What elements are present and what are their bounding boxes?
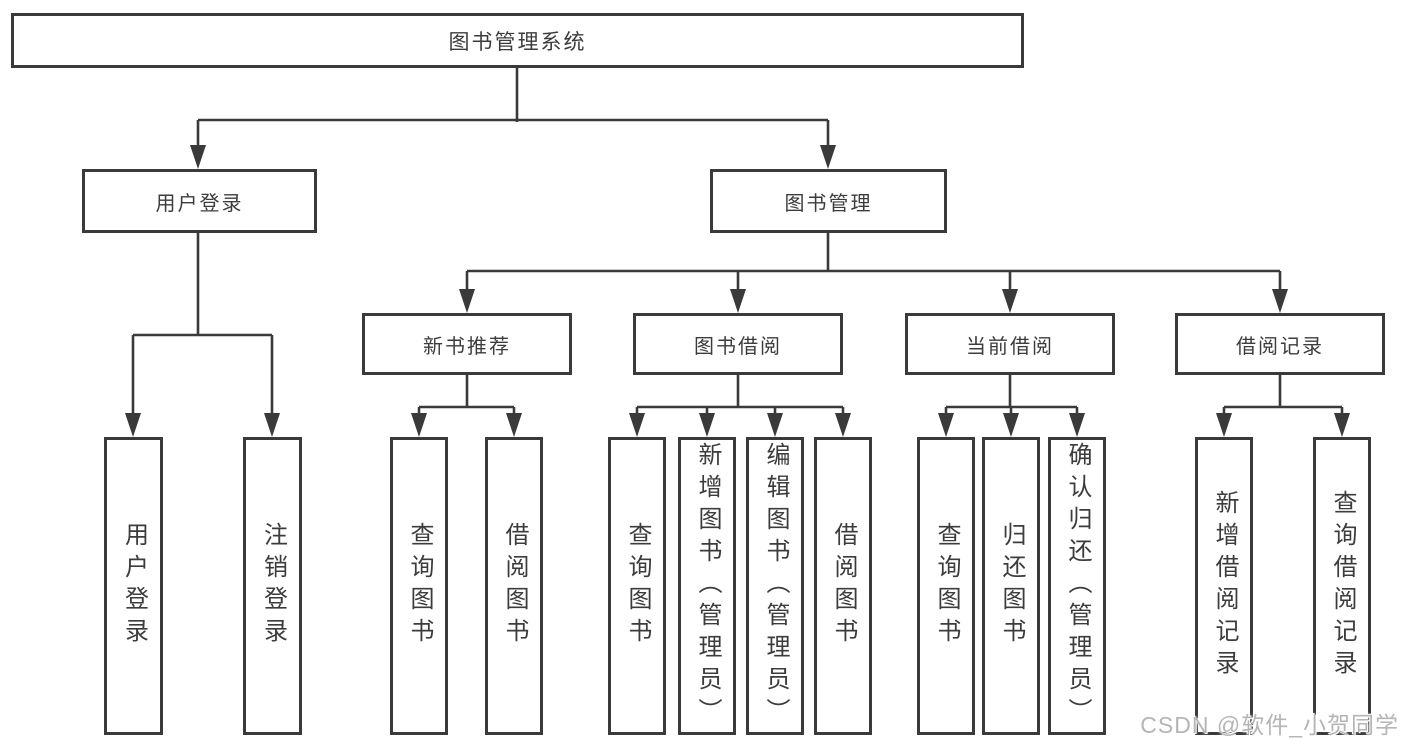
arrowhead <box>264 413 280 437</box>
node-label: 归还图书 <box>998 522 1025 650</box>
arrowhead <box>730 289 746 313</box>
node-label: 图书借阅 <box>694 335 782 358</box>
node-label: 查询图书 <box>624 522 651 650</box>
arrowhead <box>1002 289 1018 313</box>
node-borrowing-records: 借阅记录 <box>1175 313 1385 375</box>
connector-user-login <box>131 233 274 418</box>
node-library-management-system: 图书管理系统 <box>11 13 1024 68</box>
arrowhead <box>1272 289 1288 313</box>
csdn-watermark: CSDN @软件_小贺同学 <box>1140 712 1399 738</box>
node-label: 借阅图书 <box>501 522 528 650</box>
node-label: 查询图书 <box>933 522 960 650</box>
arrowhead <box>1003 413 1019 437</box>
node-current-borrowing: 当前借阅 <box>905 313 1115 375</box>
leaf-bb-add-book-admin: 新增图书（管理员） <box>678 437 736 735</box>
node-new-book-recommendation: 新书推荐 <box>362 313 572 375</box>
leaf-rec-borrow-book: 借阅图书 <box>485 437 543 735</box>
connector-new-book-rec <box>417 375 516 418</box>
arrowhead <box>459 289 475 313</box>
node-label: 查询图书 <box>406 522 433 650</box>
arrowhead <box>1069 413 1085 437</box>
node-book-management: 图书管理 <box>710 169 947 233</box>
connector-borrow-records <box>1222 375 1344 418</box>
arrowhead <box>1334 413 1350 437</box>
arrowhead <box>767 413 783 437</box>
arrowhead <box>835 413 851 437</box>
leaf-bb-borrow-book: 借阅图书 <box>814 437 872 735</box>
leaf-br-query-record: 查询借阅记录 <box>1313 437 1371 735</box>
node-label: 用户登录 <box>155 192 244 215</box>
leaf-rec-query-book: 查询图书 <box>390 437 448 735</box>
connector-root-to-l2 <box>196 68 830 150</box>
arrowhead <box>820 145 836 169</box>
node-label: 图书管理 <box>784 192 873 215</box>
leaf-cb-query-book: 查询图书 <box>917 437 975 735</box>
node-label: 图书管理系统 <box>448 30 587 54</box>
leaf-cb-return-book: 归还图书 <box>982 437 1040 735</box>
connector-book-mgmt <box>465 233 1282 294</box>
node-book-borrowing: 图书借阅 <box>633 313 843 375</box>
leaf-br-add-record: 新增借阅记录 <box>1195 437 1253 735</box>
node-label: 借阅记录 <box>1236 335 1324 358</box>
node-label: 新增借阅记录 <box>1211 490 1238 682</box>
arrowhead <box>411 413 427 437</box>
connector-book-borrow <box>635 375 845 418</box>
node-label: 确认归还（管理员） <box>1064 442 1091 730</box>
leaf-cb-confirm-return-admin: 确认归还（管理员） <box>1048 437 1106 735</box>
leaf-bb-edit-book-admin: 编辑图书（管理员） <box>746 437 804 735</box>
arrowhead <box>938 413 954 437</box>
arrowhead <box>1216 413 1232 437</box>
node-label: 查询借阅记录 <box>1329 490 1356 682</box>
arrowhead <box>506 413 522 437</box>
arrowhead <box>125 413 141 437</box>
node-label: 借阅图书 <box>830 522 857 650</box>
arrowhead <box>190 145 206 169</box>
arrowhead <box>699 413 715 437</box>
node-label: 当前借阅 <box>966 335 1054 358</box>
arrowhead <box>629 413 645 437</box>
node-label: 编辑图书（管理员） <box>762 442 789 730</box>
node-label: 注销登录 <box>259 522 287 650</box>
node-label: 新书推荐 <box>423 335 511 358</box>
node-label: 用户登录 <box>120 522 148 650</box>
node-label: 新增图书（管理员） <box>694 442 721 730</box>
leaf-user-login: 用户登录 <box>104 437 163 735</box>
node-user-login: 用户登录 <box>82 169 317 233</box>
connector-current-borrow <box>944 375 1079 418</box>
leaf-bb-query-book: 查询图书 <box>608 437 666 735</box>
leaf-logout: 注销登录 <box>243 437 302 735</box>
